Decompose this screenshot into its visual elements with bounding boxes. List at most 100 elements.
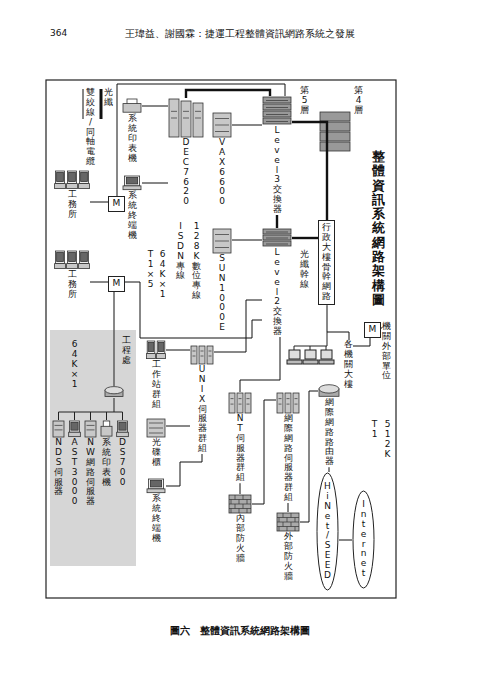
terminal-icon <box>319 360 334 364</box>
icon-line <box>243 495 244 500</box>
glyph: S <box>176 232 185 242</box>
glyph: e <box>323 512 332 522</box>
icon-part <box>123 186 141 190</box>
glyph: X <box>198 395 207 405</box>
glyph: 2 <box>383 440 392 450</box>
icon-line <box>287 527 288 532</box>
terminal-icon <box>321 350 332 359</box>
glyph: 路 <box>372 250 385 264</box>
glyph: 線 <box>86 108 95 118</box>
icon-part <box>67 171 76 183</box>
glyph: 機 <box>152 534 161 544</box>
icon-line <box>247 500 248 505</box>
glyph: 統 <box>102 448 111 458</box>
node-box: 系統印表機 <box>122 98 142 163</box>
glyph: e <box>273 156 282 166</box>
glyph: T <box>370 420 379 430</box>
icon-line <box>239 509 240 514</box>
vertical-label: 光纖幹線 <box>300 250 309 290</box>
glyph: 網 <box>284 414 293 424</box>
glyph: 0 <box>218 197 227 207</box>
network-link <box>117 84 285 196</box>
glyph: K <box>383 450 392 460</box>
vertical-label: T1×5 <box>146 250 155 290</box>
glyph: E <box>182 148 191 158</box>
network-link <box>232 125 262 126</box>
terminal-icon <box>305 350 316 359</box>
glyph: v <box>273 268 282 278</box>
icon-line <box>231 398 234 399</box>
device-icon <box>318 384 340 398</box>
ellipse-shape <box>353 491 374 588</box>
glyph: D <box>176 242 185 252</box>
glyph: 7 <box>182 168 191 178</box>
glyph: 防 <box>284 552 293 562</box>
icon-line <box>215 234 229 235</box>
glyph: 4 <box>70 350 79 360</box>
glyph: 絞 <box>86 98 95 108</box>
bus-wire <box>294 346 295 350</box>
icon-part <box>147 489 165 493</box>
node-box: NW網路伺服器 <box>84 420 97 507</box>
vertical-label: 系統終端機 <box>152 494 161 543</box>
vertical-label: SUN1000E <box>218 254 227 333</box>
glyph: 統 <box>372 221 385 235</box>
glyph: E <box>323 561 332 571</box>
vertical-label: 網際網路路由器 <box>325 398 334 467</box>
glyph: 印 <box>128 134 137 144</box>
glyph: 4 <box>158 260 167 270</box>
glyph: 6 <box>218 168 227 178</box>
glyph: / <box>86 118 95 128</box>
glyph: 印 <box>102 458 111 468</box>
icon-part <box>263 97 291 103</box>
modem-box: M <box>108 196 125 212</box>
vertical-label: M <box>368 325 377 335</box>
glyph: 際 <box>284 424 293 434</box>
icon-line <box>183 111 189 112</box>
vertical-label: UNIX伺服器群組 <box>198 365 207 454</box>
glyph: 電 <box>86 147 95 157</box>
icon-line <box>277 526 299 527</box>
switch-unit <box>320 132 350 141</box>
glyph: 工 <box>122 336 131 346</box>
glyph: 第 <box>354 86 363 96</box>
glyph: 位 <box>382 371 391 381</box>
glyph: 纖 <box>104 98 113 108</box>
glyph: 層 <box>354 106 363 116</box>
device-icon <box>146 478 166 494</box>
label-holder: 128K數位專線 <box>192 222 201 301</box>
icon-line <box>171 111 177 112</box>
icon-line <box>266 114 288 115</box>
glyph: W <box>86 448 95 458</box>
modem-box: M <box>108 276 125 292</box>
glyph: 統 <box>152 504 161 514</box>
legend-item: 光纖 <box>98 88 113 120</box>
glyph: 網 <box>325 418 334 428</box>
glyph: 4 <box>354 96 363 106</box>
glyph: 伺 <box>236 434 245 444</box>
glyph: V <box>218 138 227 148</box>
label-holder: 512K <box>383 420 392 460</box>
icon-part <box>67 184 78 189</box>
glyph: 機 <box>382 322 391 332</box>
glyph: 系 <box>128 114 137 124</box>
glyph: 政 <box>322 233 331 243</box>
legend-line <box>100 89 103 119</box>
icon-line <box>201 351 204 352</box>
glyph: 端 <box>128 221 137 231</box>
icon-part <box>213 229 231 253</box>
glyph: 組 <box>152 400 161 410</box>
glyph: 6 <box>182 178 191 188</box>
icon-line <box>247 398 250 399</box>
label-holder: 64K×1 <box>158 250 167 299</box>
glyph: 伺 <box>86 478 95 488</box>
glyph: 服 <box>284 463 293 473</box>
device-icon <box>52 420 65 438</box>
glyph: 各 <box>344 340 353 350</box>
icon-line <box>266 244 288 245</box>
glyph: 終 <box>152 514 161 524</box>
glyph: 構 <box>372 279 385 293</box>
vertical-label: 64K×1 <box>158 250 167 299</box>
glyph: 器 <box>54 487 63 497</box>
